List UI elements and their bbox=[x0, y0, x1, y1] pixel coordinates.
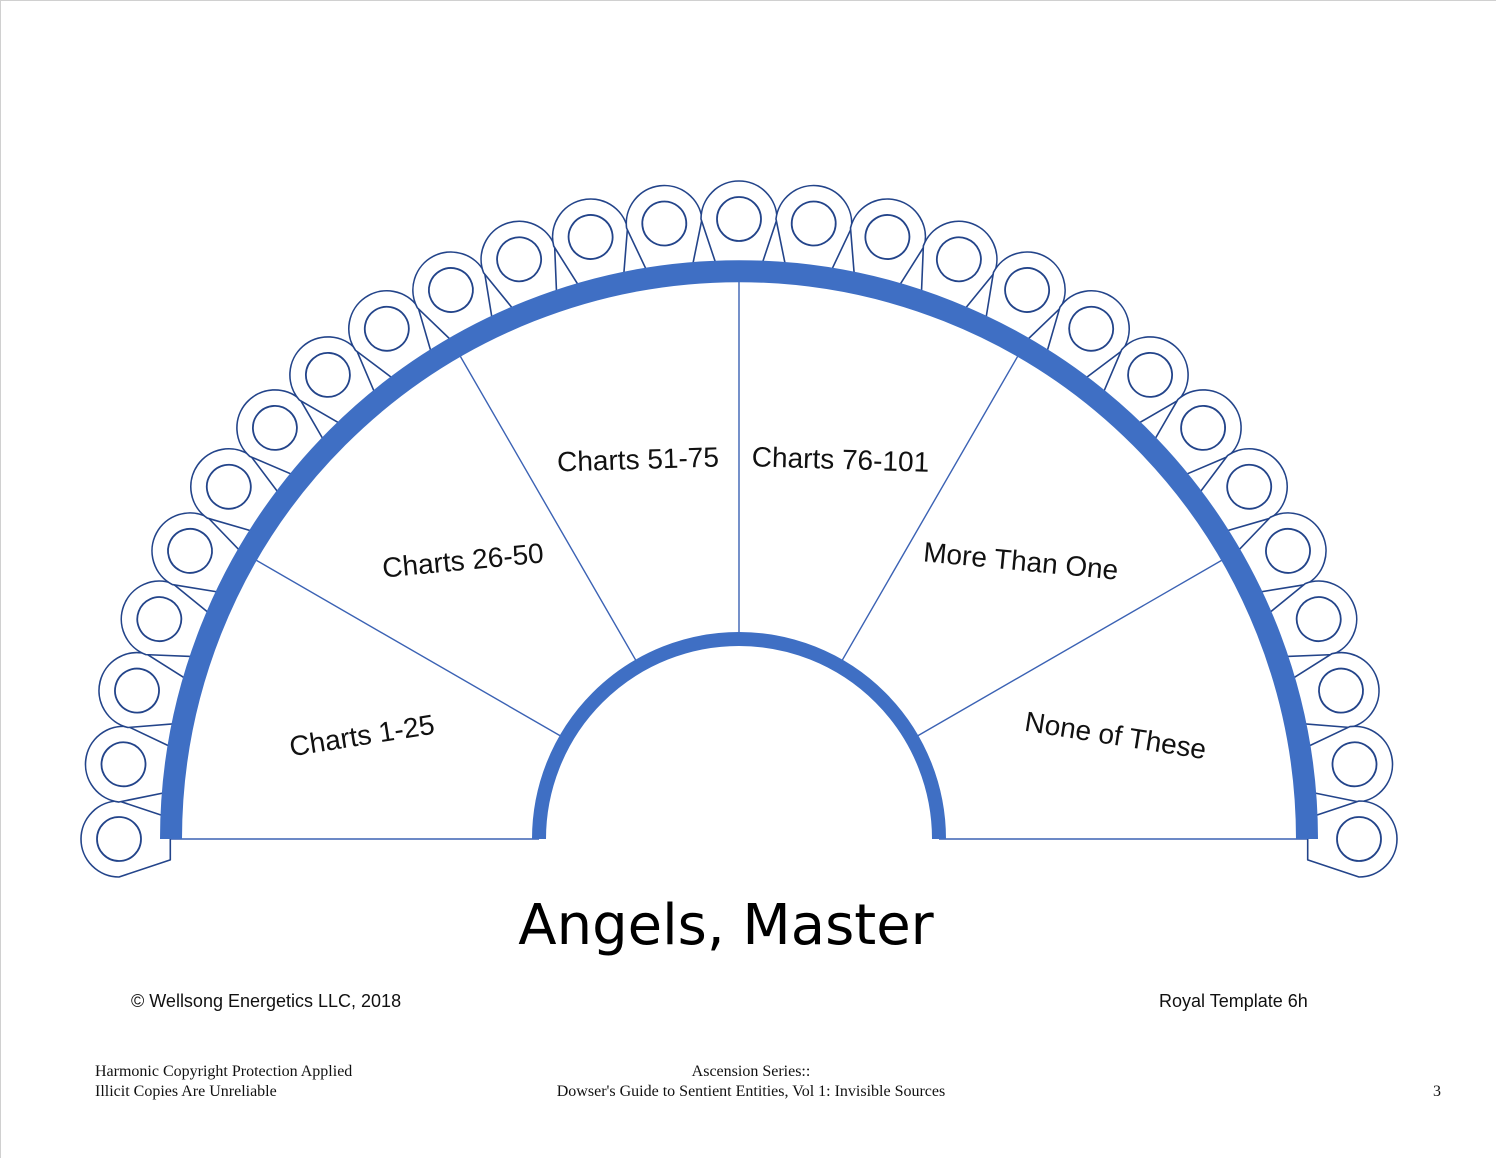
petal-circle-icon bbox=[1295, 596, 1342, 642]
petal-circle-icon bbox=[251, 404, 298, 451]
petal-circle-icon bbox=[1068, 305, 1115, 352]
segment-divider-line bbox=[911, 554, 1232, 740]
petal-circle-icon bbox=[304, 351, 351, 398]
petal-circle-icon bbox=[100, 741, 147, 788]
petal-icon bbox=[1194, 448, 1288, 534]
petal-circle-icon bbox=[96, 816, 142, 862]
chart-arcs bbox=[160, 260, 1318, 840]
petal-icon bbox=[700, 180, 778, 272]
petal-circle-icon bbox=[136, 596, 183, 642]
petal-circle-icon bbox=[205, 463, 252, 510]
petal-icon bbox=[983, 251, 1066, 346]
petal-icon bbox=[236, 389, 328, 479]
petal-circle-icon bbox=[1226, 463, 1273, 510]
outer-arc bbox=[160, 260, 1318, 840]
petal-circle-icon bbox=[1127, 351, 1173, 398]
chart-title: Angels, Master bbox=[518, 893, 934, 958]
segment-label: Charts 76-101 bbox=[750, 441, 930, 479]
petal-circle-icon bbox=[496, 236, 542, 283]
segment-divider-line bbox=[454, 346, 640, 667]
page-number: 3 bbox=[1433, 1083, 1441, 1100]
petal-icon bbox=[80, 800, 172, 878]
petal-circle-icon bbox=[1004, 267, 1050, 313]
petal-circle-icon bbox=[790, 200, 837, 247]
petal-icon bbox=[84, 725, 178, 803]
template-name: Royal Template 6h bbox=[1159, 991, 1308, 1011]
pendulum-chart bbox=[80, 180, 1398, 878]
petal-circle-icon bbox=[567, 214, 614, 260]
petal-icon bbox=[348, 290, 434, 384]
petal-icon bbox=[151, 512, 246, 595]
petal-circle-icon bbox=[641, 200, 688, 247]
petal-circle-icon bbox=[716, 196, 762, 242]
protection-line-1: Harmonic Copyright Protection Applied bbox=[95, 1063, 353, 1080]
petal-circle-icon bbox=[363, 305, 410, 352]
petal-icon bbox=[480, 220, 558, 316]
protection-line-2: Illicit Copies Are Unreliable bbox=[95, 1083, 277, 1100]
petal-icon bbox=[775, 184, 853, 278]
segment-divider-line bbox=[246, 554, 567, 740]
petal-circle-icon bbox=[1331, 741, 1378, 788]
petal-icon bbox=[625, 184, 703, 278]
petal-circle-icon bbox=[427, 267, 474, 313]
inner-arc bbox=[532, 632, 946, 840]
petal-icon bbox=[120, 580, 216, 658]
petal-icon bbox=[289, 336, 379, 428]
petal-icon bbox=[1262, 580, 1358, 658]
segment-dividers bbox=[171, 271, 1307, 840]
petal-icon bbox=[1232, 512, 1327, 595]
petal-circle-icon bbox=[1265, 528, 1311, 574]
petal-circle-icon bbox=[1336, 816, 1382, 862]
petal-circle-icon bbox=[1318, 667, 1364, 714]
series-line-2: Dowser's Guide to Sentient Entities, Vol… bbox=[556, 1083, 946, 1100]
segment-label: Charts 51-75 bbox=[556, 441, 720, 478]
petal-circle-icon bbox=[167, 528, 213, 574]
petal-circle-icon bbox=[1180, 404, 1226, 451]
petal-icon bbox=[190, 448, 284, 534]
petal-circle-icon bbox=[114, 667, 160, 714]
petal-circle-icon bbox=[864, 214, 911, 260]
petal-icon bbox=[1306, 800, 1398, 878]
petal-circle-icon bbox=[936, 236, 982, 283]
series-line-1: Ascension Series:: bbox=[691, 1063, 811, 1080]
petal-icon bbox=[920, 220, 998, 316]
petal-ring bbox=[80, 180, 1398, 878]
petal-icon bbox=[1300, 725, 1394, 803]
petal-icon bbox=[1099, 336, 1189, 428]
petal-icon bbox=[412, 251, 495, 346]
segment-divider-line bbox=[838, 346, 1024, 667]
copyright-notice: © Wellsong Energetics LLC, 2018 bbox=[131, 991, 402, 1011]
